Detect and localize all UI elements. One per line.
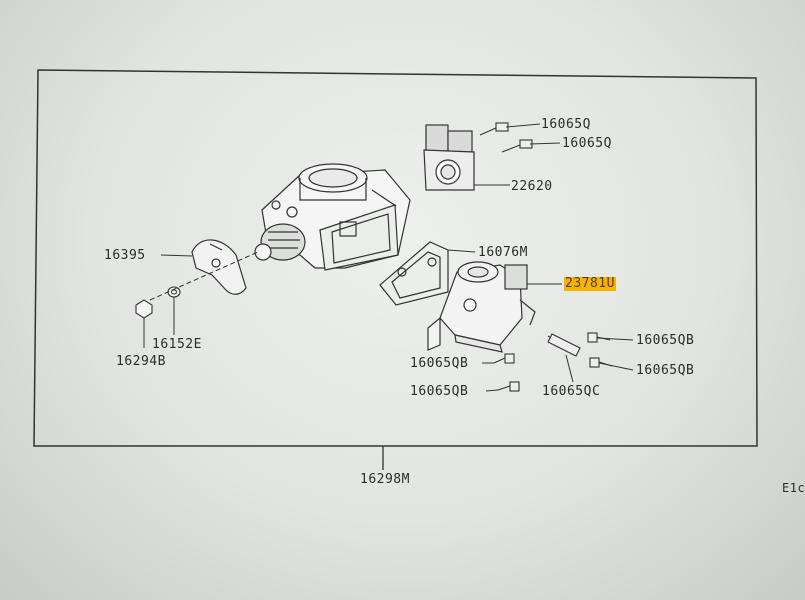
throttle-body-drawing bbox=[254, 163, 411, 271]
washer-nut-drawing bbox=[135, 286, 181, 319]
part-label-screw-qb-4: 16065QB bbox=[410, 384, 469, 399]
leader-lines bbox=[143, 123, 634, 392]
part-label-bolt-a: 16065Q bbox=[541, 117, 591, 132]
part-label-gasket: 16076M bbox=[478, 245, 528, 260]
diagram-frame bbox=[33, 69, 758, 447]
part-label-screw-qb-2: 16065QB bbox=[636, 363, 695, 378]
figure-code: E1c bbox=[782, 481, 805, 495]
part-label-screw-qc: 16065QC bbox=[542, 384, 601, 399]
valve-drawing bbox=[427, 261, 536, 353]
screw-qc-drawing bbox=[547, 333, 581, 357]
screws-qb-drawing bbox=[493, 332, 613, 392]
part-label-bolt-b: 16065Q bbox=[562, 136, 612, 151]
part-label-assembly: 16298M bbox=[360, 472, 410, 487]
part-label-valve-highlighted: 23781U bbox=[564, 276, 616, 291]
sensor-drawing bbox=[423, 124, 475, 191]
part-label-nut: 16294B bbox=[116, 354, 166, 369]
part-label-sensor: 22620 bbox=[511, 179, 553, 194]
throttle-lever-drawing bbox=[191, 239, 247, 295]
part-label-screw-qb-1: 16065QB bbox=[636, 333, 695, 348]
part-label-throttle-lever: 16395 bbox=[104, 248, 146, 263]
sensor-bolts-drawing bbox=[479, 122, 533, 153]
part-label-washer: 16152E bbox=[152, 337, 202, 352]
part-label-screw-qb-3: 16065QB bbox=[410, 356, 469, 371]
gasket-drawing bbox=[379, 241, 449, 306]
